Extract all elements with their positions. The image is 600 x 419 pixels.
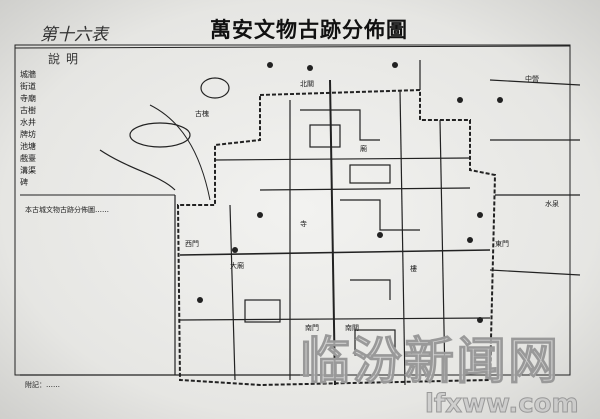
legend-item: 街道 <box>20 82 36 91</box>
legend-item: 池塘 <box>20 142 36 151</box>
legend-item: 城牆 <box>20 70 36 79</box>
legend-item: 古樹 <box>20 106 36 115</box>
place-label: 樓 <box>410 265 417 273</box>
legend-item: 碑 <box>20 178 28 187</box>
place-label: 南門 <box>305 324 319 332</box>
watermark-text: 临汾新闻网 <box>300 332 560 390</box>
map-title: 萬安文物古跡分佈圖 <box>210 17 408 42</box>
place-label: 古槐 <box>195 110 209 118</box>
map-note: 附記：…… <box>25 381 60 389</box>
place-label: 東門 <box>495 240 509 248</box>
place-label: 大廟 <box>230 262 244 270</box>
legend-title: 說明 <box>48 52 85 66</box>
map-note: 本古城文物古跡分佈圖…… <box>25 206 109 214</box>
main-street-ns <box>329 79 336 386</box>
legend-item: 牌坊 <box>20 130 36 139</box>
place-label: 廟 <box>360 145 367 153</box>
place-label: 西門 <box>185 240 199 248</box>
city-wall <box>176 88 497 387</box>
place-label: 南關 <box>345 324 359 332</box>
place-label: 中營 <box>525 75 539 83</box>
legend-item: 戲臺 <box>20 154 36 163</box>
watermark-url: lfxww.com <box>425 389 580 419</box>
pond <box>129 122 191 148</box>
main-street-ew <box>179 249 491 256</box>
legend-item: 水井 <box>20 118 36 127</box>
sheet-label: 第十六表 <box>40 25 108 45</box>
legend-item: 寺廟 <box>20 94 36 103</box>
place-label: 水泉 <box>545 200 559 208</box>
place-label: 寺 <box>300 220 307 228</box>
place-label: 北關 <box>300 80 314 88</box>
legend-item: 溝渠 <box>20 166 36 175</box>
